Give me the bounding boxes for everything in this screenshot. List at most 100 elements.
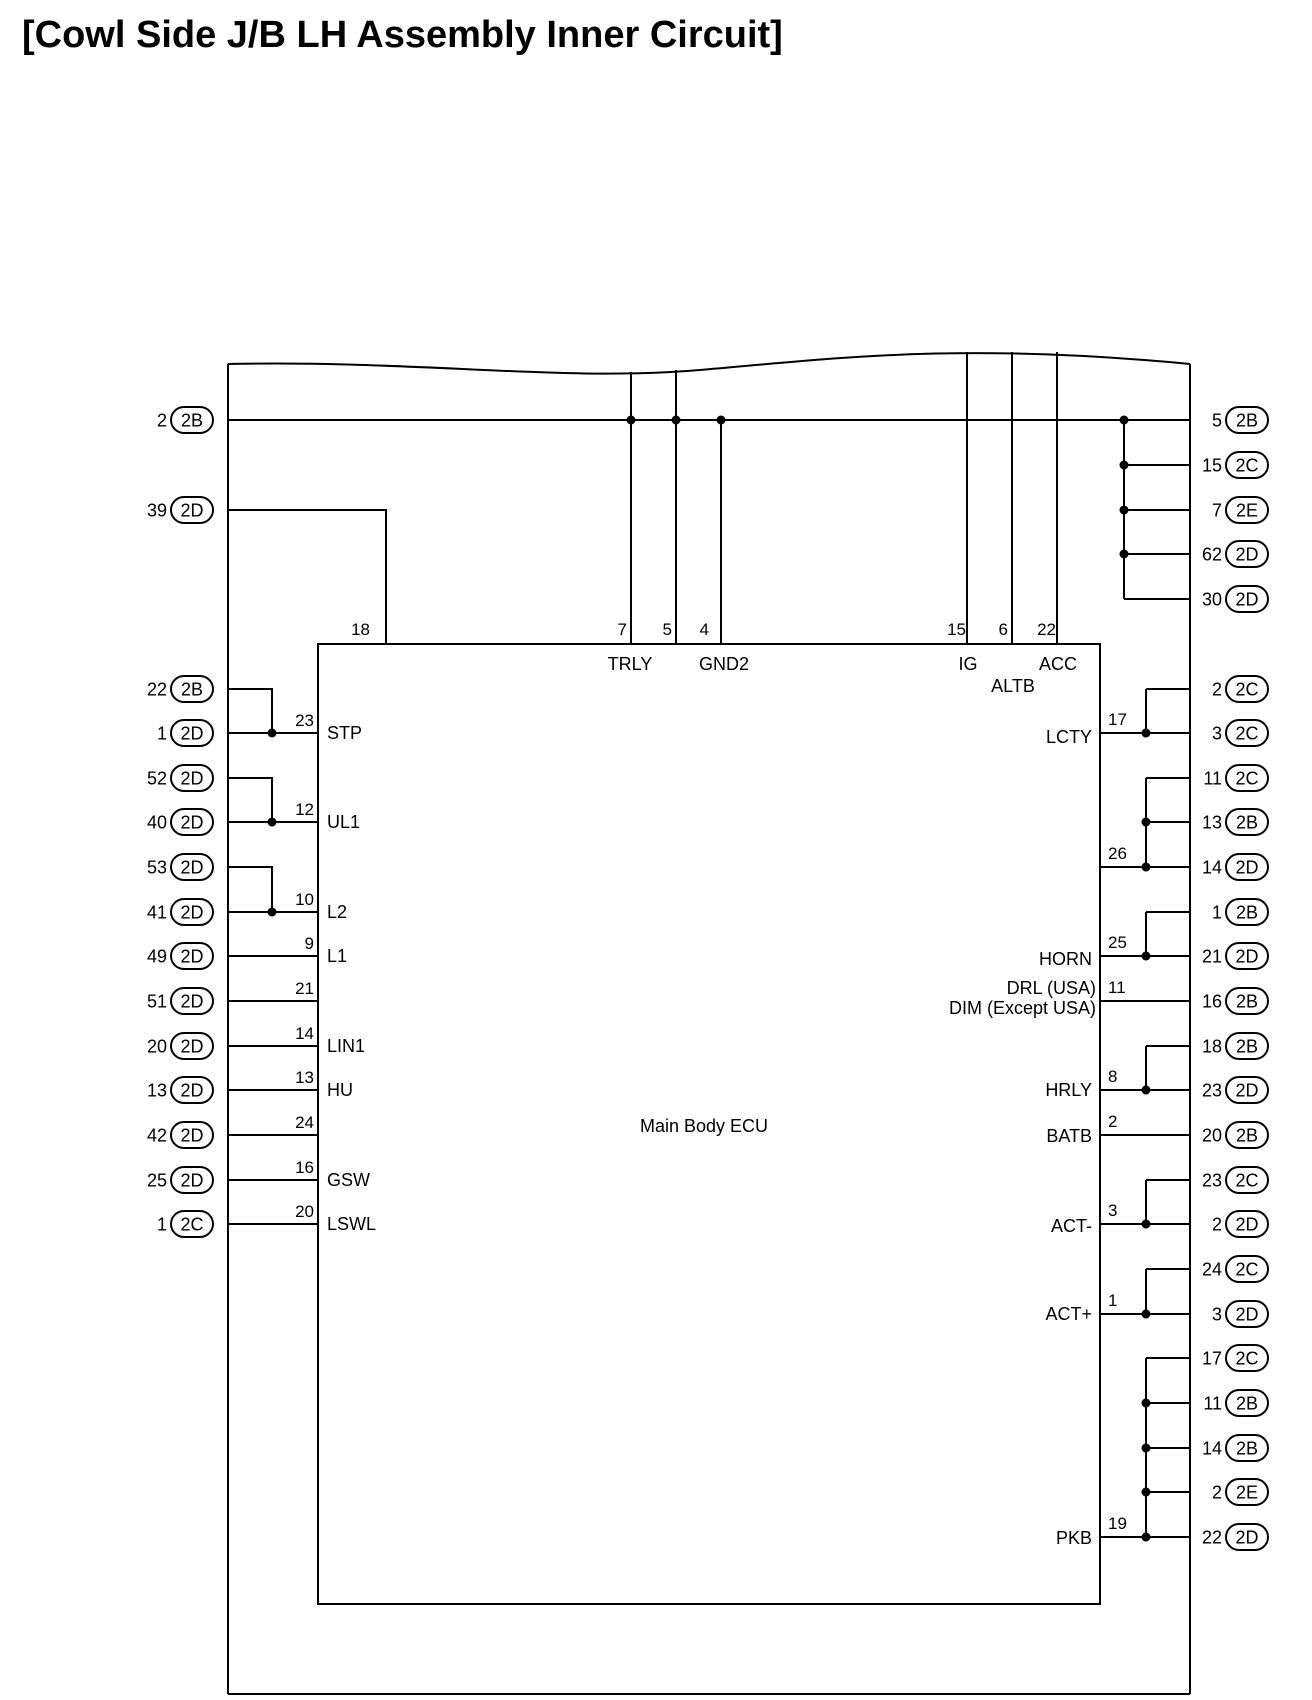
- connector-oval: [1225, 675, 1269, 703]
- connector-code: 2D: [180, 769, 203, 789]
- right-signal: HRLY: [1045, 1080, 1092, 1100]
- connector-oval: [1225, 1255, 1269, 1283]
- connector-pin-number: 20: [147, 1037, 167, 1057]
- connector-pin-number: 1: [157, 724, 167, 744]
- junction-dot: [1141, 951, 1151, 961]
- junction-dot: [1119, 549, 1129, 559]
- connector-labels: 2B22D392B222D12D522D402D532D412D492D512D…: [147, 406, 1269, 1551]
- left-connector: 2D 42: [147, 1121, 214, 1149]
- right-pin-number: 8: [1108, 1067, 1117, 1086]
- connector-code: 2D: [180, 1171, 203, 1191]
- connector-code: 2D: [180, 947, 203, 967]
- right-pin-number: 25: [1108, 933, 1127, 952]
- connector-oval: [1225, 451, 1269, 479]
- connector-code: 2D: [180, 1037, 203, 1057]
- connector-code: 2B: [1236, 992, 1258, 1012]
- left-pin-number: 23: [295, 711, 314, 730]
- connector-pin-number: 21: [1202, 947, 1222, 967]
- connector-oval: [1225, 1032, 1269, 1060]
- connector-oval: [170, 1076, 214, 1104]
- right-connector: 2B5: [1212, 406, 1269, 434]
- connector-pin-number: 5: [1212, 411, 1222, 431]
- connector-pin-number: 42: [147, 1126, 167, 1146]
- connector-oval: [1225, 853, 1269, 881]
- connector-pin-number: 11: [1203, 1394, 1222, 1414]
- connector-code: 2B: [1236, 1439, 1258, 1459]
- signal-acc: ACC: [1039, 654, 1077, 674]
- connector-pin-number: 1: [1212, 903, 1222, 923]
- connector-pin-number: 11: [1203, 769, 1222, 789]
- junction-dot: [1141, 817, 1151, 827]
- left-signal: L2: [327, 902, 347, 922]
- connector-oval: [1225, 1389, 1269, 1417]
- right-connector: 2B 16: [1202, 987, 1269, 1015]
- top-pin-number: 4: [700, 620, 709, 639]
- junction-dot: [1141, 1085, 1151, 1095]
- connector-code: 2C: [1235, 769, 1258, 789]
- left-pin-number: 12: [295, 800, 314, 819]
- connector-code: 2D: [1235, 590, 1258, 610]
- tap-wire: [228, 688, 273, 733]
- right-pin-number: 1: [1108, 1291, 1117, 1310]
- connector-code: 2D: [180, 992, 203, 1012]
- connector-pin-number: 51: [147, 992, 167, 1012]
- junction-dot: [267, 817, 277, 827]
- connector-oval: [170, 406, 214, 434]
- connector-pin-number: 13: [1202, 813, 1222, 833]
- connector-code: 2C: [1235, 1171, 1258, 1191]
- right-connector: 2D 2: [1212, 1210, 1269, 1238]
- left-pin-number: 24: [295, 1113, 314, 1132]
- ecu-box: [317, 643, 1101, 1605]
- connector-oval: [1225, 808, 1269, 836]
- left-connector: 2B2: [157, 406, 214, 434]
- tap-wire: [228, 866, 273, 912]
- connector-pin-number: 22: [1202, 1528, 1222, 1548]
- connector-pin-number: 30: [1202, 590, 1222, 610]
- connector-code: 2D: [1235, 545, 1258, 565]
- junction-dot: [1141, 728, 1151, 738]
- connector-code: 2B: [181, 411, 203, 431]
- connector-code: 2D: [180, 1126, 203, 1146]
- junction-block-top-edge: [227, 352, 1191, 375]
- right-connector: 2D3: [1212, 1300, 1269, 1328]
- junction-dot: [1141, 1487, 1151, 1497]
- left-signal: UL1: [327, 812, 360, 832]
- left-pin-number: 14: [295, 1024, 314, 1043]
- connector-code: 2D: [1235, 1215, 1258, 1235]
- connector-pin-number: 52: [147, 769, 167, 789]
- left-signal: GSW: [327, 1170, 370, 1190]
- junction-dot: [716, 415, 726, 425]
- junction-dot: [1141, 1443, 1151, 1453]
- connector-pin-number: 2: [1212, 1215, 1222, 1235]
- connector-oval: [170, 1210, 214, 1238]
- right-signal: BATB: [1046, 1126, 1092, 1146]
- connector-pin-number: 14: [1202, 858, 1222, 878]
- connector-pin-number: 16: [1202, 992, 1222, 1012]
- connector-oval: [1225, 764, 1269, 792]
- junction-dot: [1119, 505, 1129, 515]
- top-pin-number: 18: [351, 620, 370, 639]
- junction-dot: [671, 415, 681, 425]
- left-connector: 2D 51: [147, 987, 214, 1015]
- right-signal: ACT-: [1051, 1216, 1092, 1236]
- junction-dot: [1141, 1532, 1151, 1542]
- connector-oval: [1225, 496, 1269, 524]
- junction-dot: [1141, 1219, 1151, 1229]
- connector-pin-number: 25: [147, 1171, 167, 1191]
- connector-code: 2C: [1235, 724, 1258, 744]
- connector-oval: [1225, 898, 1269, 926]
- connector-pin-number: 13: [147, 1081, 167, 1101]
- right-pin-number: 11: [1108, 978, 1126, 997]
- connector-code: 2D: [180, 1081, 203, 1101]
- left-connector: 2D 25: [147, 1166, 214, 1194]
- connector-pin-number: 41: [147, 903, 167, 923]
- signal-trly: TRLY: [608, 654, 653, 674]
- top-pin-number: 5: [663, 620, 672, 639]
- connector-code: 2D: [1235, 947, 1258, 967]
- left-signal: STP: [327, 723, 362, 743]
